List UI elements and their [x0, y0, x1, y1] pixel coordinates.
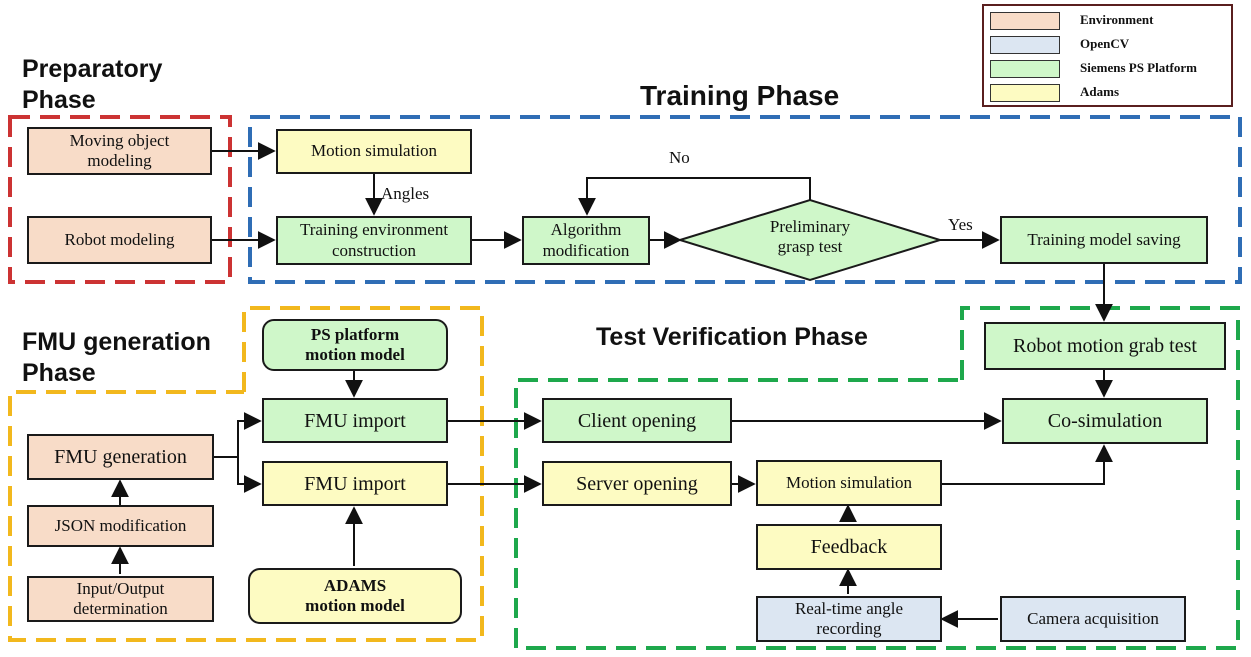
adams-motion-model-node: ADAMS motion model — [248, 568, 462, 624]
legend-label: OpenCV — [1080, 36, 1130, 51]
fmu-generation-node: FMU generation — [27, 434, 214, 480]
legend-item: Siemens PS Platform — [990, 60, 1230, 80]
robot-modeling-node: Robot modeling — [27, 216, 212, 264]
training-model-saving-node: Training model saving — [1000, 216, 1208, 264]
motion-simulation-bottom-node: Motion simulation — [756, 460, 942, 506]
legend-swatch — [990, 12, 1060, 30]
moving-object-modeling-node: Moving object modeling — [27, 127, 212, 175]
legend-swatch — [990, 36, 1060, 54]
preliminary-grasp-test-label: Preliminary grasp test — [769, 217, 851, 257]
legend-label: Adams — [1080, 84, 1120, 99]
json-modification-node: JSON modification — [27, 505, 214, 547]
realtime-angle-recording-node: Real-time angle recording — [756, 596, 942, 642]
no-label: No — [669, 148, 690, 167]
connector — [942, 444, 1113, 485]
motion-simulation-top-node: Motion simulation — [276, 129, 472, 174]
legend-item: OpenCV — [990, 36, 1230, 56]
preparatory-region — [8, 115, 232, 284]
training-environment-node: Training environment construction — [276, 216, 472, 265]
connector — [578, 177, 811, 216]
legend-swatch — [990, 60, 1060, 78]
test-phase-title: Test Verification Phase — [596, 323, 868, 351]
fmu-import-2-node: FMU import — [262, 461, 448, 506]
legend-label: Siemens PS Platform — [1080, 60, 1197, 75]
fmu-import-1-node: FMU import — [262, 398, 448, 443]
io-determination-node: Input/Output determination — [27, 576, 214, 622]
angles-label: Angles — [381, 184, 430, 203]
server-opening-node: Server opening — [542, 461, 732, 506]
training-phase-title: Training Phase — [640, 80, 840, 111]
connector — [214, 456, 262, 493]
legend-swatch — [990, 84, 1060, 102]
connector — [214, 412, 262, 458]
legend-label: Environment — [1080, 12, 1154, 27]
client-opening-node: Client opening — [542, 398, 732, 443]
training-region — [248, 115, 1242, 284]
camera-acquisition-node: Camera acquisition — [1000, 596, 1186, 642]
ps-platform-motion-model-node: PS platform motion model — [262, 319, 448, 371]
legend-item: Adams — [990, 84, 1230, 104]
algorithm-modification-node: Algorithm modification — [522, 216, 650, 265]
preparatory-phase-title: Preparatory Phase — [22, 55, 163, 115]
fmu-phase-title: FMU generation Phase — [22, 328, 211, 388]
legend-item: Environment — [990, 12, 1230, 32]
feedback-node: Feedback — [756, 524, 942, 570]
co-simulation-node: Co-simulation — [1002, 398, 1208, 444]
robot-motion-grab-test-node: Robot motion grab test — [984, 322, 1226, 370]
yes-label: Yes — [948, 215, 973, 234]
test-region — [514, 306, 1240, 650]
